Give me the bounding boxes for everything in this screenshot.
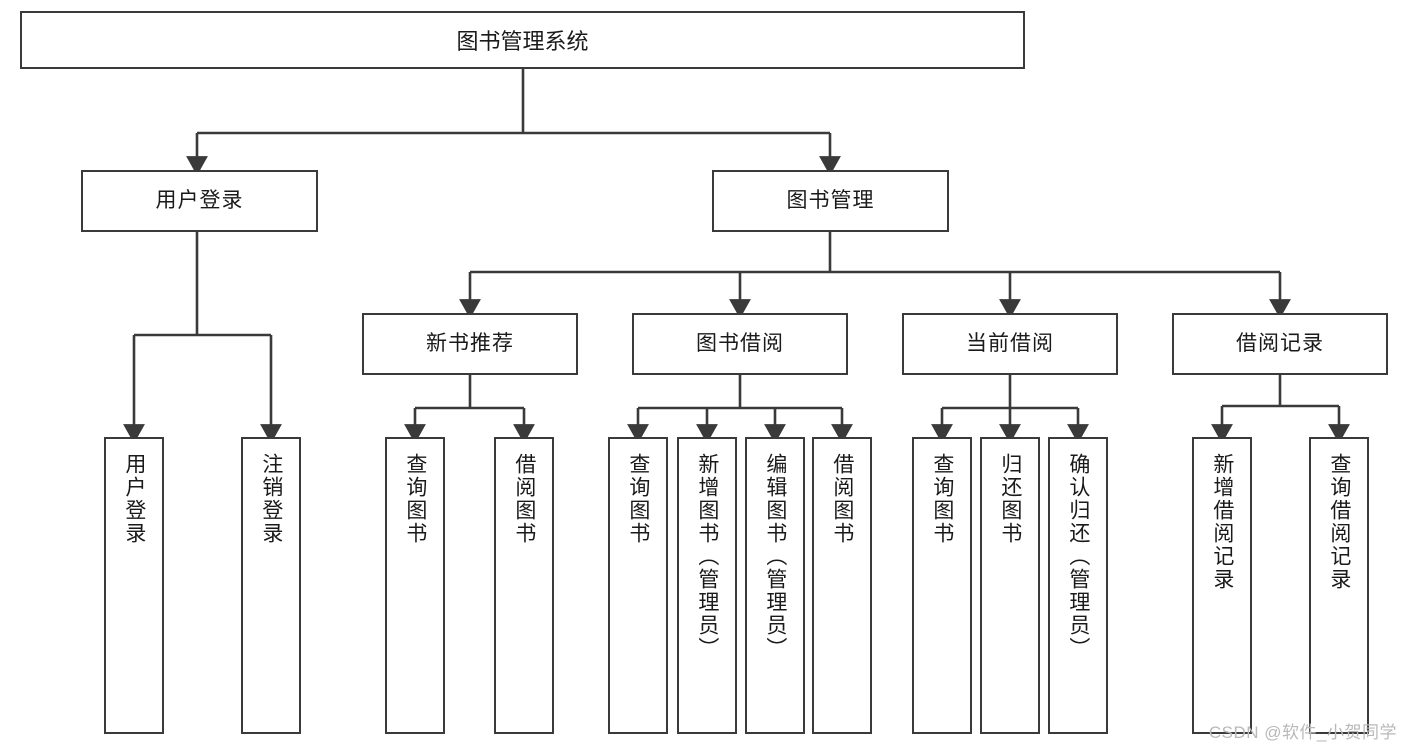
node-label: 图书借阅 [696, 332, 784, 356]
leaf-book-borrow-query[interactable]: 查询图书 [608, 437, 668, 734]
node-label: 新增图书（管理员） [695, 453, 719, 660]
leaf-book-borrow-edit[interactable]: 编辑图书（管理员） [745, 437, 805, 734]
leaf-new-book-borrow[interactable]: 借阅图书 [494, 437, 554, 734]
node-label: 编辑图书（管理员） [763, 453, 787, 660]
leaf-book-borrow-borrow[interactable]: 借阅图书 [812, 437, 872, 734]
node-label: 借阅图书 [830, 453, 854, 545]
node-book-borrow[interactable]: 图书借阅 [632, 313, 848, 375]
watermark-text: CSDN @软件_小贺同学 [1208, 723, 1397, 742]
leaf-new-book-query[interactable]: 查询图书 [385, 437, 445, 734]
node-current-borrow[interactable]: 当前借阅 [902, 313, 1118, 375]
leaf-borrow-record-query[interactable]: 查询借阅记录 [1309, 437, 1369, 734]
leaf-current-borrow-query[interactable]: 查询图书 [912, 437, 972, 734]
node-label: 当前借阅 [966, 332, 1054, 356]
node-borrow-record[interactable]: 借阅记录 [1172, 313, 1388, 375]
node-book-management[interactable]: 图书管理 [712, 170, 949, 232]
node-root-system[interactable]: 图书管理系统 [20, 11, 1025, 69]
node-label: 查询图书 [930, 453, 954, 545]
node-label: 借阅图书 [512, 453, 536, 545]
node-label: 查询图书 [403, 453, 427, 545]
leaf-book-borrow-add[interactable]: 新增图书（管理员） [677, 437, 737, 734]
node-label: 归还图书 [998, 453, 1022, 545]
leaf-user-login-logout[interactable]: 注销登录 [241, 437, 301, 734]
node-label: 注销登录 [259, 453, 283, 545]
node-user-login[interactable]: 用户登录 [81, 170, 318, 232]
node-new-book-recommend[interactable]: 新书推荐 [362, 313, 578, 375]
leaf-current-borrow-return[interactable]: 归还图书 [980, 437, 1040, 734]
node-label: 查询借阅记录 [1327, 453, 1351, 591]
node-label: 用户登录 [155, 189, 244, 213]
leaf-current-borrow-confirm-return[interactable]: 确认归还（管理员） [1048, 437, 1108, 734]
node-label: 用户登录 [122, 453, 146, 545]
node-label: 确认归还（管理员） [1066, 453, 1090, 660]
leaf-borrow-record-add[interactable]: 新增借阅记录 [1192, 437, 1252, 734]
node-label: 借阅记录 [1236, 332, 1324, 356]
node-label: 新书推荐 [426, 332, 514, 356]
node-label: 图书管理系统 [456, 29, 589, 54]
node-label: 查询图书 [626, 453, 650, 545]
leaf-user-login-login[interactable]: 用户登录 [104, 437, 164, 734]
node-label: 新增借阅记录 [1210, 453, 1234, 591]
node-label: 图书管理 [786, 189, 875, 213]
